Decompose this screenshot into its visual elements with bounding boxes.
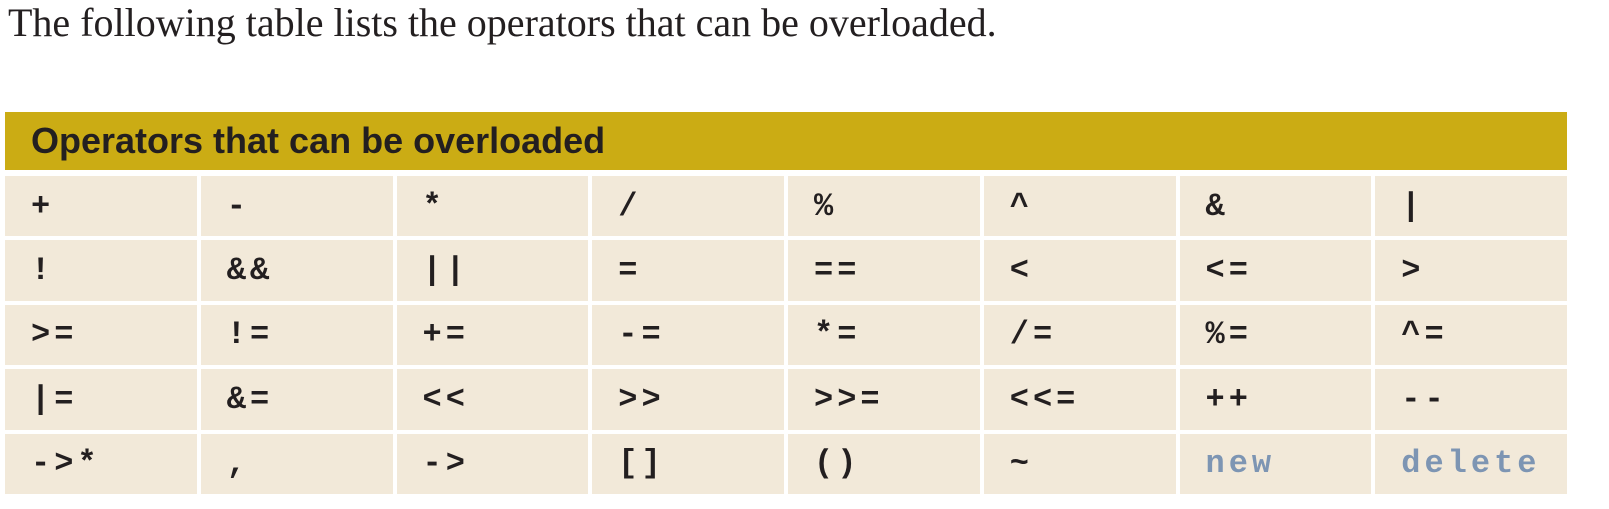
operator-cell: >= <box>5 304 197 366</box>
operator-cell: = <box>592 240 784 301</box>
table-title: Operators that can be overloaded <box>5 112 1567 172</box>
operator-cell: ^ <box>983 176 1176 237</box>
operator-cell: -- <box>1375 369 1567 430</box>
operator-cell: <<= <box>983 369 1176 430</box>
operator-cell: || <box>396 240 589 301</box>
keyword-cell-new: new <box>1179 433 1372 494</box>
operator-cell: /= <box>983 304 1176 366</box>
operator-cell: + <box>5 176 197 237</box>
operator-cell: ++ <box>1179 369 1372 430</box>
operator-cell: [] <box>592 433 784 494</box>
intro-paragraph: The following table lists the operators … <box>8 0 997 45</box>
operator-cell: - <box>200 176 393 237</box>
operator-cell: < <box>983 240 1176 301</box>
operator-cell: %= <box>1179 304 1372 366</box>
operator-cell: << <box>396 369 589 430</box>
operator-cell: >>= <box>788 369 980 430</box>
operator-cell: | <box>1375 176 1567 237</box>
operator-cell: () <box>788 433 980 494</box>
operator-cell: *= <box>788 304 980 366</box>
operator-cell: -> <box>396 433 589 494</box>
operator-cell: == <box>788 240 980 301</box>
keyword-cell-delete: delete <box>1375 433 1567 494</box>
operator-cell: &= <box>200 369 393 430</box>
overloadable-operators-table: Operators that can be overloaded + - * /… <box>5 112 1567 494</box>
operator-cell: * <box>396 176 589 237</box>
operator-cell: % <box>788 176 980 237</box>
operator-cell: <= <box>1179 240 1372 301</box>
operator-cell: != <box>200 304 393 366</box>
operator-cell: ^= <box>1375 304 1567 366</box>
operator-cell: ->* <box>5 433 197 494</box>
operator-cell: & <box>1179 176 1372 237</box>
operator-cell: -= <box>592 304 784 366</box>
operator-cell: |= <box>5 369 197 430</box>
operator-cell: ~ <box>983 433 1176 494</box>
operator-cell: > <box>1375 240 1567 301</box>
operator-cell: && <box>200 240 393 301</box>
operator-cell: += <box>396 304 589 366</box>
operator-cell: / <box>592 176 784 237</box>
operator-cell: ! <box>5 240 197 301</box>
operator-cell: , <box>200 433 393 494</box>
operator-cell: >> <box>592 369 784 430</box>
